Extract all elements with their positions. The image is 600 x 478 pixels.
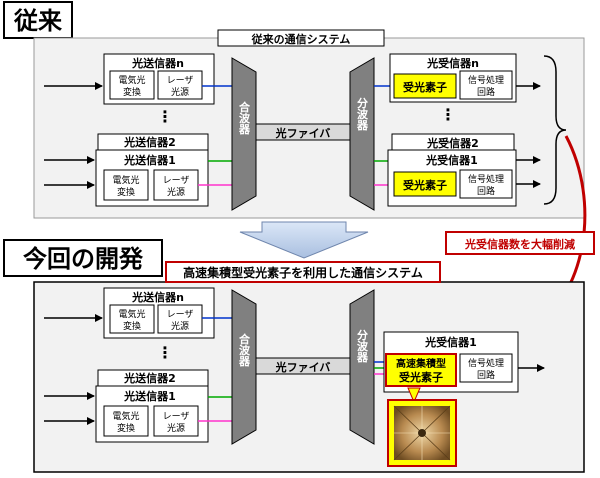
top-demux-label: 分波器	[356, 96, 370, 131]
laser-label: 光源	[167, 422, 185, 434]
integrated-pd-label: 高速集積型	[396, 357, 446, 370]
signal-proc-label: 信号処理	[468, 173, 504, 185]
bottom-rx-signal-block	[459, 353, 513, 383]
bottom-transmitter-1-label: 光送信器1	[123, 389, 176, 403]
top-rx-n-signal-block	[459, 70, 513, 100]
signal-proc-label: 信号処理	[468, 74, 504, 86]
photodiode-label: 受光素子	[403, 80, 447, 94]
eo-label: 電気光	[118, 74, 145, 86]
bottom-tx-ellipsis: ⋮	[157, 343, 173, 362]
top-transmitter-n-label: 光送信器n	[131, 56, 184, 70]
bottom-tx-n-eo-block	[109, 304, 155, 334]
bottom-title-box	[165, 261, 441, 283]
bottom-receiver-1-label: 光受信器1	[424, 335, 477, 349]
signal-proc-label: 回路	[477, 369, 495, 381]
laser-label: レーザ	[167, 309, 194, 320]
transition-down-arrow	[239, 221, 369, 259]
laser-label: 光源	[167, 186, 185, 198]
top-title: 従来の通信システム	[251, 32, 351, 46]
eo-label: 変換	[117, 186, 135, 198]
eo-label: 変換	[117, 422, 135, 434]
bottom-heading-box	[3, 239, 163, 277]
bottom-mux	[231, 289, 257, 445]
laser-label: レーザ	[167, 75, 194, 86]
eo-label: 電気光	[112, 410, 139, 422]
bottom-demux	[349, 289, 375, 445]
top-transmitter-1-label: 光送信器1	[123, 153, 176, 167]
top-rx-ellipsis: ⋮	[440, 105, 456, 124]
bottom-mux-label: 合波器	[238, 332, 252, 367]
top-receiver-1-label: 光受信器1	[425, 153, 478, 167]
integrated-pd-label: 受光素子	[399, 370, 443, 384]
bottom-title: 高速集積型受光素子を利用した通信システム	[183, 265, 423, 280]
svg-text:分波器: 分波器	[356, 328, 370, 363]
bottom-demux-label: 分波器	[356, 328, 370, 363]
bottom-fiber-label: 光ファイバ	[275, 360, 331, 374]
bottom-transmitter-n-label: 光送信器n	[131, 290, 184, 304]
top-rx-1-photodiode	[393, 171, 457, 197]
signal-proc-label: 信号処理	[468, 357, 504, 369]
chip-callout-pointer	[407, 387, 421, 404]
laser-label: 光源	[171, 86, 189, 98]
bottom-tx-1-laser-block	[153, 405, 199, 437]
eo-label: 電気光	[118, 308, 145, 320]
top-tx-1-eo-block	[103, 169, 149, 201]
top-title-box	[217, 29, 385, 47]
svg-text:合波器: 合波器	[238, 100, 252, 135]
top-tx-n-eo-block	[109, 70, 155, 100]
top-rx-n-photodiode	[393, 73, 457, 99]
eo-label: 変換	[123, 320, 141, 332]
bottom-tx-n-laser-block	[157, 304, 203, 334]
top-transmitter-2-label: 光送信器2	[123, 135, 176, 149]
top-receiver-2-label: 光受信器2	[426, 136, 479, 150]
eo-label: 変換	[123, 86, 141, 98]
callout-box	[445, 231, 595, 255]
chip-photo-icon	[393, 405, 451, 461]
signal-proc-label: 回路	[477, 86, 495, 98]
bottom-transmitter-2-label: 光送信器2	[123, 371, 176, 385]
callout-text: 光受信器数を大幅削減	[464, 237, 575, 251]
top-tx-ellipsis: ⋮	[157, 107, 173, 126]
signal-proc-label: 回路	[477, 185, 495, 197]
top-receiver-n-label: 光受信器n	[426, 56, 479, 70]
top-mux	[231, 57, 257, 211]
receiver-group-brace	[543, 55, 567, 205]
bottom-heading: 今回の開発	[23, 245, 144, 273]
svg-text:分波器: 分波器	[356, 96, 370, 131]
laser-label: レーザ	[163, 175, 190, 186]
photodiode-label: 受光素子	[403, 178, 447, 192]
top-mux-label: 合波器	[238, 100, 252, 135]
bottom-tx-1-eo-block	[103, 405, 149, 437]
top-demux	[349, 57, 375, 211]
svg-text:合波器: 合波器	[238, 332, 252, 367]
eo-label: 電気光	[112, 174, 139, 186]
integrated-photodiode	[385, 353, 457, 387]
laser-label: 光源	[171, 320, 189, 332]
laser-label: レーザ	[163, 411, 190, 422]
top-heading: 従来	[13, 7, 63, 35]
top-rx-1-signal-block	[459, 169, 513, 199]
top-tx-n-laser-block	[157, 70, 203, 100]
top-fiber-label: 光ファイバ	[275, 126, 331, 140]
